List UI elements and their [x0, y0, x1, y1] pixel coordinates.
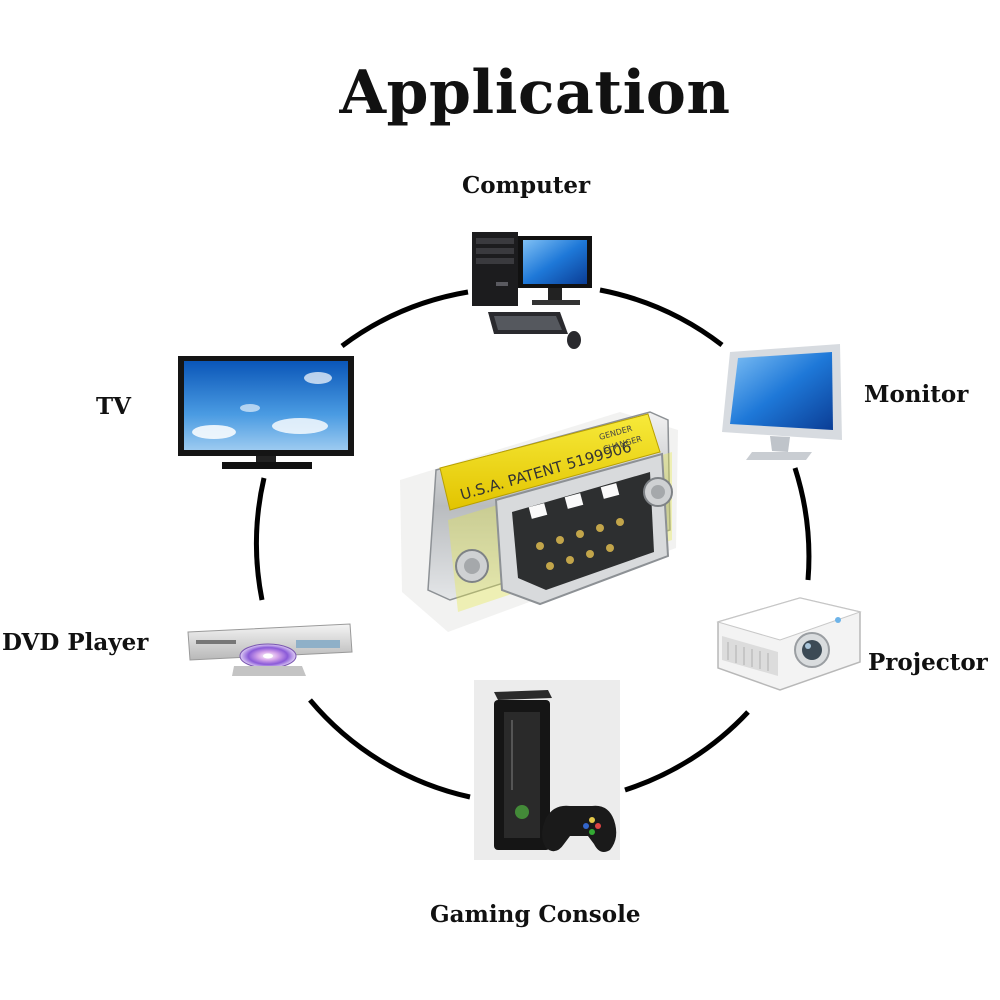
label-projector: Projector: [868, 649, 988, 676]
label-computer: Computer: [462, 172, 591, 199]
dvd-player-image: [187, 623, 353, 676]
monitor-image: [722, 344, 842, 460]
label-dvd-player: DVD Player: [2, 629, 149, 656]
projector-image: [716, 597, 862, 691]
computer-image: [472, 232, 592, 349]
label-monitor: Monitor: [864, 381, 969, 408]
connection-ring: [253, 287, 812, 800]
label-gaming-console: Gaming Console: [430, 901, 641, 928]
label-tv: TV: [96, 393, 131, 420]
page-title: Application: [339, 58, 731, 128]
gaming-console-image: [474, 680, 620, 860]
tv-image: [178, 356, 354, 469]
vga-gender-changer-image: U.S.A. PATENT 5199906 GENDER CHANGER: [400, 411, 678, 632]
